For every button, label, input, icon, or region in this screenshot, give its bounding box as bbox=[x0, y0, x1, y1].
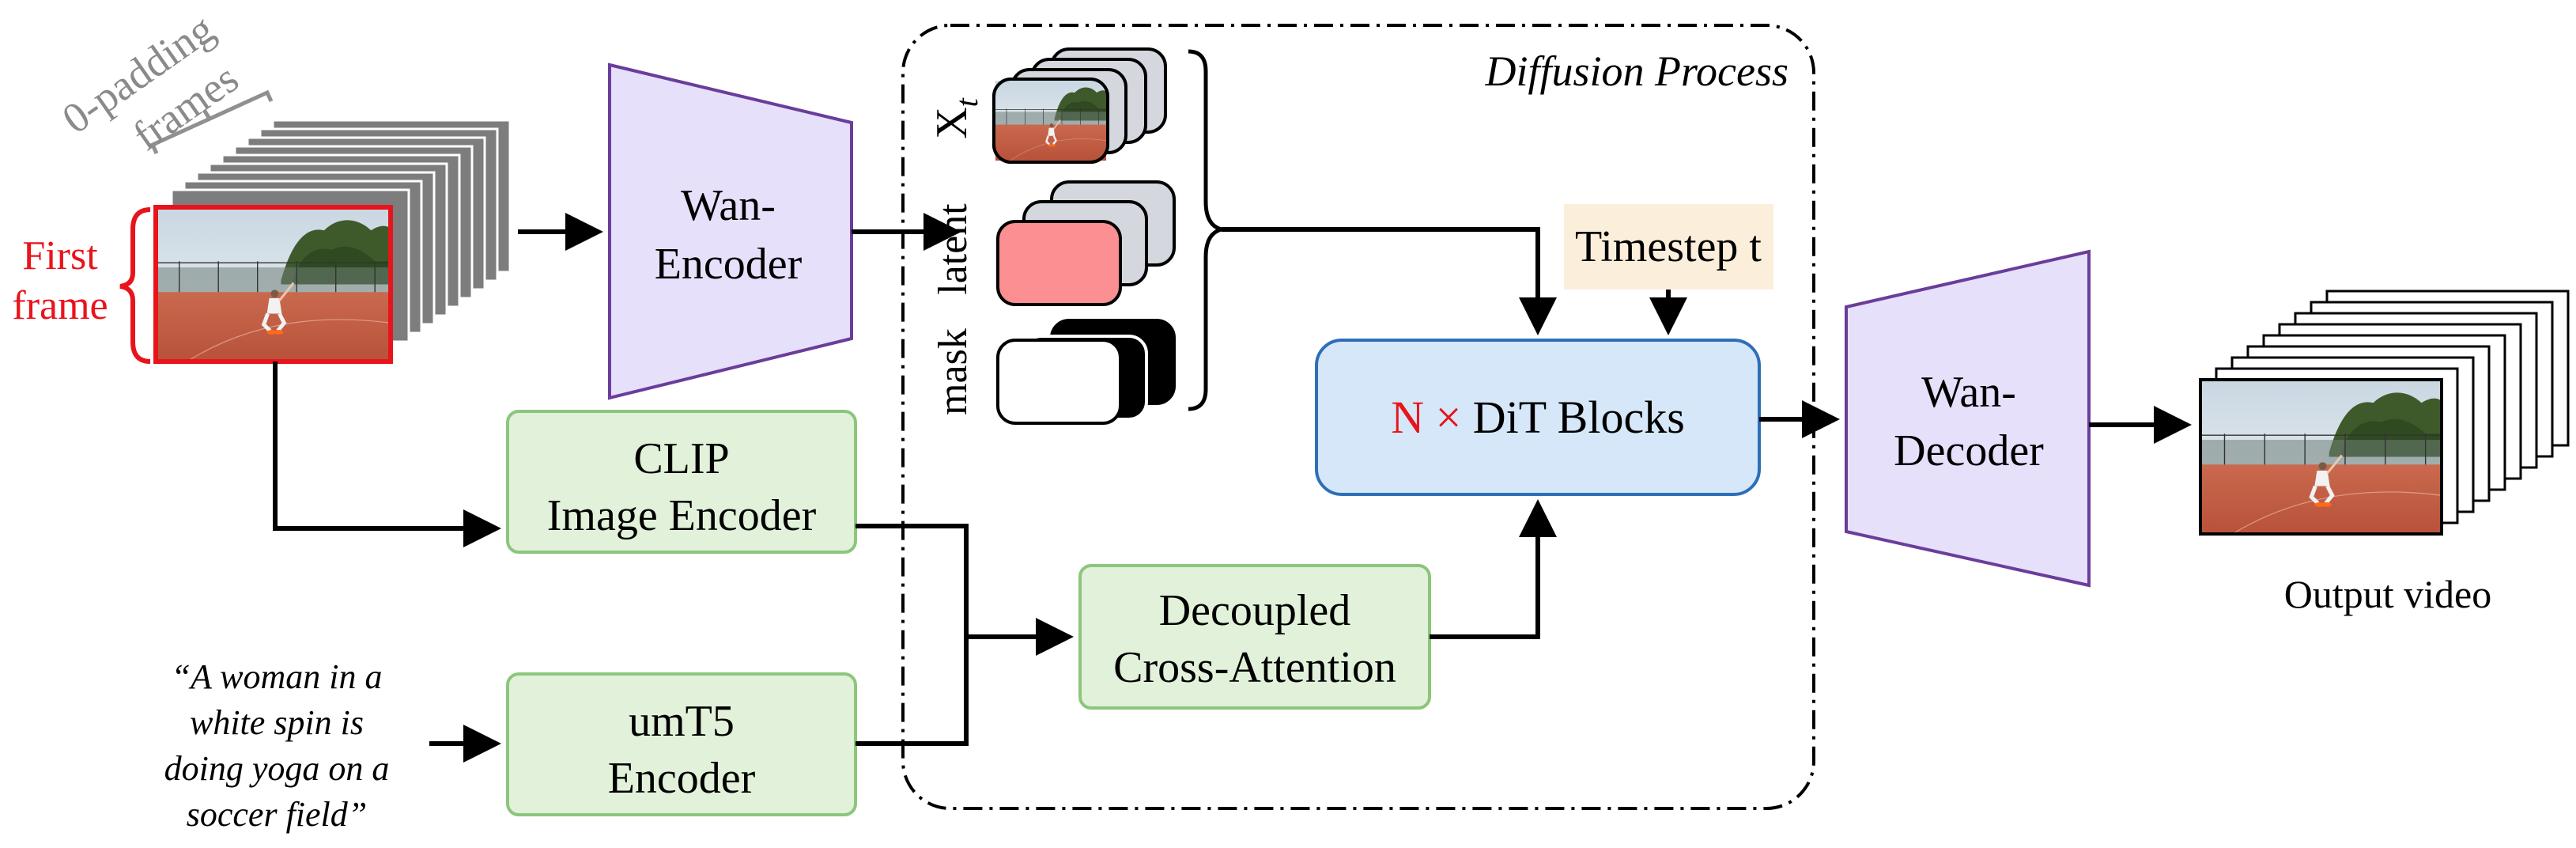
cross-attention-label-line1: Decoupled bbox=[1159, 586, 1351, 635]
arrow-inputs-to-dit bbox=[1222, 227, 1557, 335]
prompt-line-1: “A woman in a bbox=[172, 657, 383, 696]
connectors bbox=[273, 213, 2192, 763]
umt5-encoder-label-line2: Encoder bbox=[608, 754, 756, 803]
output-video-label: Output video bbox=[2284, 572, 2491, 616]
cross-attention-label-line2: Cross-Attention bbox=[1113, 643, 1396, 692]
first-frame-label-line2: frame bbox=[12, 283, 108, 328]
output-video-stack bbox=[2199, 290, 2570, 536]
line-clip-to-merge bbox=[856, 524, 969, 637]
arrow-cross-attention-to-dit bbox=[1430, 499, 1557, 639]
wan-encoder-shape bbox=[608, 62, 853, 400]
line-umt5-to-merge bbox=[856, 637, 969, 746]
wan-encoder-label-line2: Encoder bbox=[655, 240, 803, 289]
mask-label: mask bbox=[931, 328, 976, 415]
prompt-line-2: white spin is bbox=[190, 703, 364, 742]
prompt-line-4: soccer field” bbox=[187, 795, 368, 834]
prompt-line-3: doing yoga on a bbox=[164, 749, 390, 788]
diffusion-process-box bbox=[901, 24, 1815, 810]
timestep-box bbox=[1564, 204, 1773, 290]
wan-decoder-shape bbox=[1845, 249, 2091, 588]
wan-decoder-label-line2: Decoder bbox=[1894, 426, 2044, 475]
first-frame-brace bbox=[119, 207, 151, 364]
wan-decoder-label-line1: Wan- bbox=[1921, 368, 2016, 417]
mask-frame-stack bbox=[996, 319, 1176, 425]
clip-encoder-label-line1: CLIP bbox=[633, 434, 729, 483]
dit-blocks-label: N × DiT Blocks bbox=[1391, 392, 1685, 443]
inputs-brace bbox=[1188, 49, 1222, 411]
first-frame-image bbox=[153, 205, 393, 364]
diffusion-process-label: Diffusion Process bbox=[1485, 47, 1788, 95]
timestep-label: Timestep t bbox=[1575, 222, 1762, 271]
padding-bracket bbox=[149, 89, 274, 155]
latent-label: latent bbox=[931, 203, 976, 295]
xt-frame-stack bbox=[992, 47, 1167, 164]
clip-encoder-label-line2: Image Encoder bbox=[547, 491, 817, 540]
arrow-firstframe-to-clip bbox=[273, 362, 501, 547]
first-frame-label-line1: First bbox=[22, 233, 98, 278]
xt-label: Xt bbox=[927, 97, 984, 138]
clip-encoder-box bbox=[506, 410, 857, 554]
latent-frame-stack bbox=[996, 180, 1176, 306]
umt5-encoder-label-line1: umT5 bbox=[629, 697, 735, 746]
wan-encoder-label-line1: Wan- bbox=[681, 181, 776, 230]
